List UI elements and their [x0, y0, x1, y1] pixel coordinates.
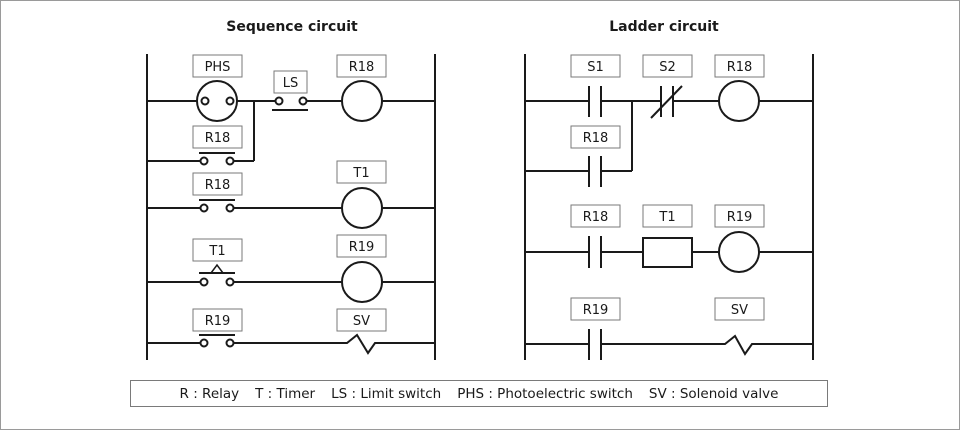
- seq-r18-coil: [341, 80, 383, 122]
- seq-r18-contact-label: R18: [205, 178, 231, 193]
- lad-r19-coil-box: [714, 204, 765, 228]
- lad-r18-coil-box: [714, 54, 765, 78]
- lad-s2-label: S2: [659, 60, 676, 75]
- seq-r18-contact: [199, 203, 209, 213]
- seq-r18-contact-box: [192, 172, 243, 196]
- phs-label: PHS: [205, 60, 231, 75]
- lad-r18-contact-box: [570, 204, 621, 228]
- seq-r19-coil: [341, 261, 383, 303]
- lad-t1-box: [642, 204, 693, 228]
- seq-r18-hold-label: R18: [205, 131, 231, 146]
- legend-timer: T : Timer: [255, 385, 316, 402]
- lad-r18-coil-label: R18: [727, 60, 753, 75]
- ladder-circuit: Ladder circuit S1 S2 R18: [524, 19, 814, 360]
- lad-sv-label: SV: [731, 303, 748, 318]
- sequence-circuit: Sequence circuit PHS LS R18: [146, 19, 436, 360]
- lad-s1-box: [570, 54, 621, 78]
- seq-t1-coil-label: T1: [352, 166, 369, 181]
- seq-rung-4: T1 R19: [147, 234, 435, 303]
- lad-sv-solenoid: [601, 334, 813, 356]
- lad-rung-2: R18: [525, 125, 632, 187]
- seq-t1-timed-contact: [199, 277, 209, 287]
- seq-r18-hold-contact: [199, 156, 209, 166]
- lad-s1-label: S1: [587, 60, 604, 75]
- seq-sv-solenoid: [234, 333, 435, 355]
- legend: R : Relay T : Timer LS : Limit switch PH…: [130, 380, 828, 407]
- lad-sv-box: [714, 297, 765, 321]
- seq-r19-contact: [199, 338, 209, 348]
- lad-rung-3: R18 T1 R19: [525, 204, 813, 273]
- seq-r18-coil-label: R18: [349, 60, 375, 75]
- seq-rung-1: PHS LS R18: [147, 54, 435, 161]
- seq-t1-contact-label: T1: [208, 244, 225, 259]
- ls-contact: [274, 96, 284, 106]
- lad-r19-coil-label: R19: [727, 210, 753, 225]
- seq-t1-contact-box: [192, 238, 243, 262]
- legend-limit-switch: LS : Limit switch: [331, 385, 442, 402]
- lad-r19-coil: [718, 231, 760, 273]
- lad-rung-1: S1 S2 R18: [525, 54, 813, 171]
- lad-rung-4: R19 SV: [525, 297, 813, 360]
- seq-r19-coil-box: [336, 234, 387, 258]
- legend-solenoid-valve: SV : Solenoid valve: [648, 385, 779, 402]
- lad-r18-hold-box: [570, 125, 621, 149]
- ladder-title: Ladder circuit: [609, 19, 719, 35]
- lad-t1-label: T1: [658, 210, 675, 225]
- seq-r19-contact-box: [192, 308, 243, 332]
- seq-t1-coil: [341, 187, 383, 229]
- sequence-title: Sequence circuit: [226, 19, 358, 35]
- seq-r18-hold-box: [192, 125, 243, 149]
- lad-s2-box: [642, 54, 693, 78]
- seq-sv-box: [336, 308, 387, 332]
- lad-r18-contact-label: R18: [583, 210, 609, 225]
- lad-r19-contact-label: R19: [583, 303, 609, 318]
- phs-label-box: [192, 54, 243, 78]
- legend-photoelectric-switch: PHS : Photoelectric switch: [457, 385, 633, 402]
- seq-rung-5: R19 SV: [147, 308, 435, 355]
- lad-r19-contact-box: [570, 297, 621, 321]
- seq-t1-coil-box: [336, 160, 387, 184]
- ls-label-box: [273, 70, 308, 94]
- legend-relay: R : Relay: [179, 385, 240, 402]
- lad-r18-hold-label: R18: [583, 131, 609, 146]
- seq-rung-3: R18 T1: [147, 160, 435, 229]
- seq-r18-coil-box: [336, 54, 387, 78]
- lad-r18-coil: [718, 80, 760, 122]
- seq-sv-label: SV: [353, 314, 370, 329]
- seq-r19-contact-label: R19: [205, 314, 231, 329]
- seq-r19-coil-label: R19: [349, 240, 375, 255]
- ls-label: LS: [283, 76, 299, 91]
- seq-rung-2: R18: [147, 125, 254, 166]
- lad-t1-timer: [642, 237, 693, 268]
